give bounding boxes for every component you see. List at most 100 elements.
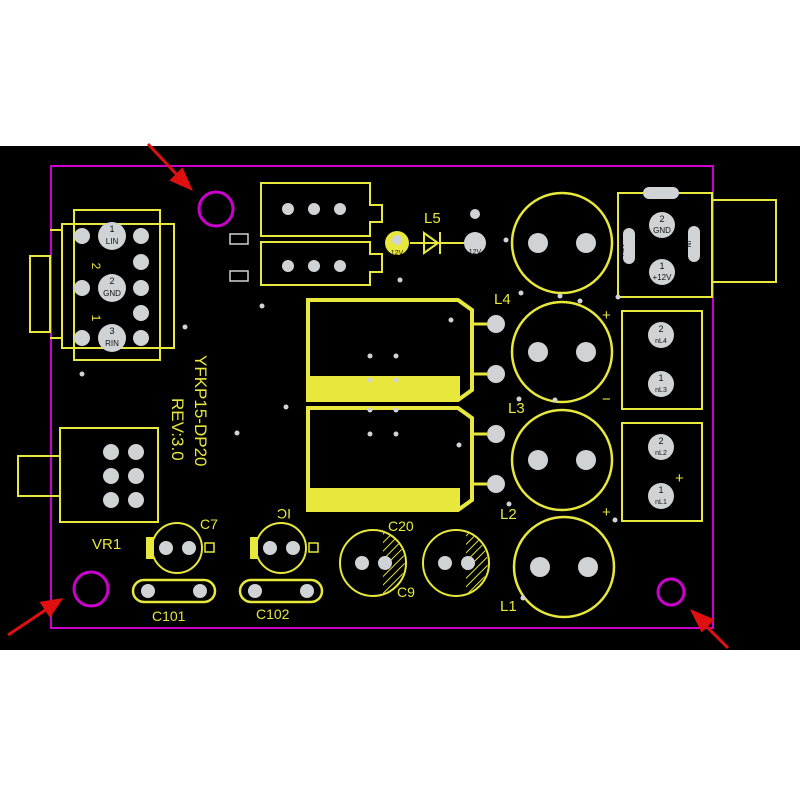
inductor-pad <box>528 342 548 362</box>
bulk-cap-pad <box>487 475 505 493</box>
bulk-cap-pad <box>487 315 505 333</box>
c9-left-pad <box>355 556 369 570</box>
bulk-cap-pad <box>487 365 505 383</box>
inductor-top <box>510 191 614 295</box>
speaker-l-pin-num-1: 1 <box>658 373 663 383</box>
via <box>79 371 85 377</box>
header-top-pad <box>282 203 294 215</box>
ic-pad <box>263 541 277 555</box>
input-connector-body <box>73 209 161 361</box>
c101-pad <box>193 584 207 598</box>
power-pad-2 <box>649 212 675 238</box>
bulk-capacitors: C20 <box>306 298 505 534</box>
speaker-r-pin-name-2: nL2 <box>655 450 667 457</box>
vr1-pad <box>103 444 119 460</box>
smd-pad <box>229 270 249 282</box>
input-pin-num-1: 1 <box>109 224 114 234</box>
mounting-hole-top-left <box>197 190 235 228</box>
power-connector: 2 GND 1 +12V 12V IN <box>617 187 777 298</box>
speaker-connector-left-channel: 2 nL4 1 nL3 + − <box>602 307 703 410</box>
via <box>557 293 563 299</box>
inductor-l3 <box>510 408 614 512</box>
via <box>615 294 621 300</box>
speaker-l-pin-name-2: nL4 <box>655 338 667 345</box>
diode-l5: L5 12V 12V <box>385 209 486 257</box>
c20-label: C20 <box>388 518 414 534</box>
input-side-pad <box>133 330 149 346</box>
via <box>393 407 399 413</box>
input-pad-3 <box>98 324 126 352</box>
input-pad-1 <box>98 222 126 250</box>
via <box>182 324 188 330</box>
via <box>456 442 462 448</box>
via <box>259 303 265 309</box>
diode-pad-right-label: 12V <box>469 249 482 256</box>
c101-pad <box>141 584 155 598</box>
ic-pad <box>286 541 300 555</box>
arrow-bottom-left-head <box>39 597 64 618</box>
via <box>518 290 524 296</box>
speaker-l-pad-2 <box>648 322 674 348</box>
l2-label: L2 <box>500 506 517 523</box>
power-pin-num-2: 2 <box>659 214 664 224</box>
via <box>367 377 373 383</box>
vr1-pad <box>128 444 144 460</box>
c9-right-hatch <box>466 532 488 594</box>
mounting-hole-bottom-right <box>656 577 686 607</box>
diode-pad-right <box>464 232 486 254</box>
diode-pad-left-hole <box>392 235 402 245</box>
vr1-potentiometer: VR1 <box>17 427 159 553</box>
inductors: L4 L3 L2 L1 <box>494 191 616 619</box>
inductor-l4 <box>510 300 614 404</box>
speaker-r-pad-1 <box>648 483 674 509</box>
vr1-shaft <box>17 455 61 497</box>
bulk-cap-top <box>306 298 474 402</box>
via <box>393 353 399 359</box>
power-side-pad-right <box>688 226 700 262</box>
input-pad-2 <box>98 274 126 302</box>
board-name: YFKP15-DP20 <box>191 355 210 467</box>
via <box>397 277 403 283</box>
speaker-l-body <box>621 310 703 410</box>
arrow-top-left <box>146 142 182 180</box>
inductor-pad <box>578 557 598 577</box>
inductor-pad <box>528 450 548 470</box>
via <box>283 404 289 410</box>
diode-pad-left-label: 12V <box>391 250 404 257</box>
input-connector: 1 LIN 2 GND 3 RIN 2 1 <box>29 209 175 361</box>
inductor-pad <box>576 233 596 253</box>
via <box>552 397 558 403</box>
via <box>470 209 480 219</box>
input-side-label-2: 2 <box>89 263 103 270</box>
input-side-pad <box>74 228 90 244</box>
power-pin-name-2: GND <box>653 226 671 235</box>
arrow-top-left-head <box>169 167 193 191</box>
diode-symbol <box>423 231 440 255</box>
vr1-pad <box>128 468 144 484</box>
bulk-cap-bottom-stripe <box>310 488 460 510</box>
ic-label: IC <box>277 506 291 522</box>
board-revision: REV:3.0 <box>168 398 187 461</box>
input-side-pad <box>133 228 149 244</box>
c101-label: C101 <box>152 608 186 624</box>
via <box>516 396 522 402</box>
via <box>577 298 583 304</box>
speaker-connector-right-channel: 2 nL2 1 nL1 + + <box>602 422 703 522</box>
speaker-r-body <box>621 422 703 522</box>
arrow-bottom-left <box>7 605 51 637</box>
vr1-pad <box>103 468 119 484</box>
top-middle-headers <box>229 182 383 286</box>
via <box>520 595 526 601</box>
smd-pad <box>229 233 249 245</box>
speaker-r-plus: + <box>602 504 611 521</box>
bulk-cap-bottom <box>306 406 474 512</box>
l3-label: L3 <box>508 400 525 417</box>
speaker-l-pad-1 <box>648 371 674 397</box>
c7-tab <box>204 542 215 553</box>
inductor-pad <box>576 342 596 362</box>
ic-tab <box>308 542 319 553</box>
inductor-pad <box>528 233 548 253</box>
header-bottom-pad <box>308 260 320 272</box>
